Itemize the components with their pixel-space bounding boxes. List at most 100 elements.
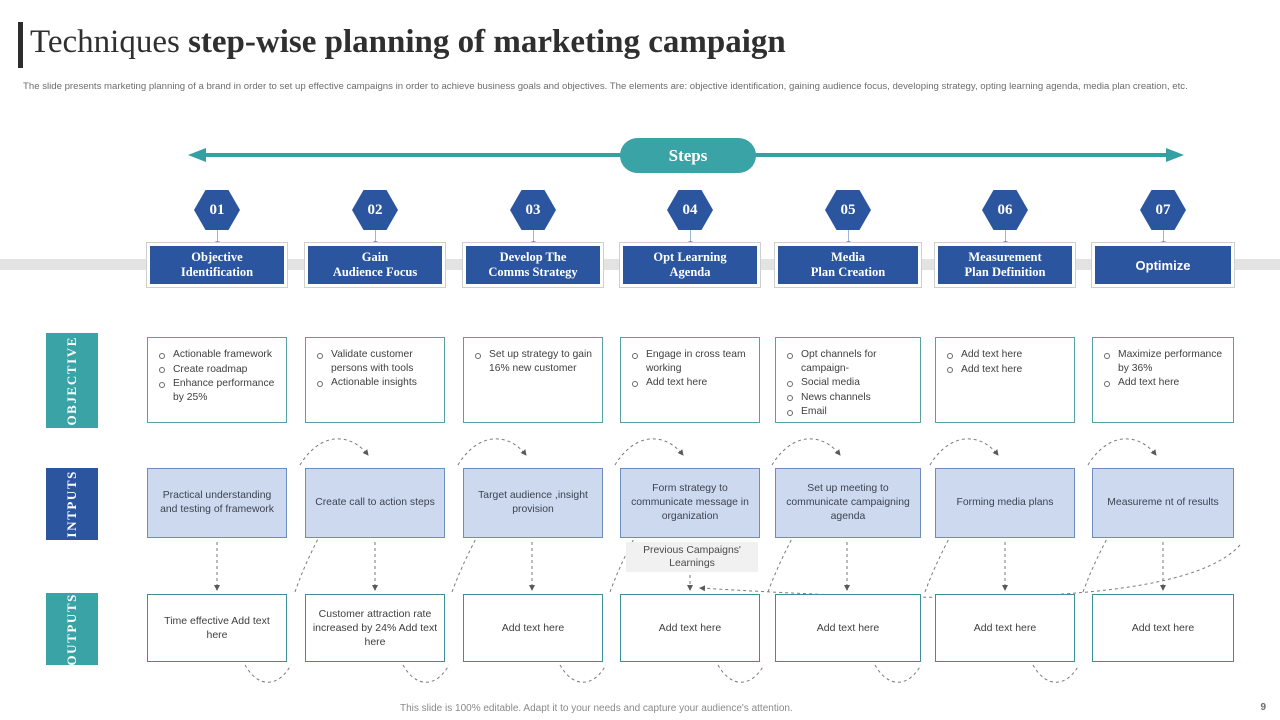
step-hexagon-04[interactable]: 04 (667, 190, 713, 230)
page-number: 9 (1260, 702, 1266, 713)
hexagon-stem (217, 230, 218, 245)
step-box-07[interactable]: Optimize (1091, 242, 1235, 288)
step-hexagon-06[interactable]: 06 (982, 190, 1028, 230)
hexagon-icon (352, 190, 398, 230)
objective-bullet: Engage in cross team working (629, 348, 753, 375)
page-title-light: Techniques (30, 24, 189, 60)
input-card[interactable]: Practical understanding and testing of f… (147, 468, 287, 538)
hexagon-stem (848, 230, 849, 245)
hexagon-stem (1005, 230, 1006, 245)
page-subtitle: The slide presents marketing planning of… (23, 81, 1188, 92)
step-title: Optimize (1135, 257, 1191, 273)
page-title-bold: step-wise planning of marketing campaign (188, 24, 786, 60)
output-card-text: Add text here (1131, 622, 1195, 634)
objective-bullet: Maximize performance by 36% (1101, 348, 1227, 375)
input-card[interactable]: Set up meeting to communicate campaignin… (775, 468, 921, 538)
footer-note: This slide is 100% editable. Adapt it to… (400, 703, 793, 714)
objective-bullet: Add text here (629, 376, 753, 390)
title-accent-bar (18, 22, 23, 68)
step-number: 05 (840, 201, 856, 218)
output-card[interactable]: Add text here (775, 594, 921, 662)
objective-card[interactable]: Maximize performance by 36%Add text here (1092, 337, 1234, 423)
step-hexagon-05[interactable]: 05 (825, 190, 871, 230)
step-hexagon-02[interactable]: 02 (352, 190, 398, 230)
output-card-text: Add text here (816, 622, 880, 634)
hexagon-stem (375, 230, 376, 245)
row-label-inputs-text: INTPUTS (64, 470, 79, 538)
hexagon-stem (690, 230, 691, 245)
output-card[interactable]: Add text here (620, 594, 760, 662)
input-card-text: Practical understanding and testing of f… (160, 490, 274, 515)
objective-bullet: Actionable framework (156, 348, 280, 362)
objective-card[interactable]: Set up strategy to gain 16% new customer (463, 337, 603, 423)
input-card[interactable]: Create call to action steps (305, 468, 445, 538)
objective-bullet: News channels (784, 391, 914, 405)
hexagon-icon (825, 190, 871, 230)
row-label-outputs: OUTPUTS (46, 593, 98, 665)
step-hexagon-01[interactable]: 01 (194, 190, 240, 230)
input-card-text: Target audience ,insight provision (478, 490, 588, 515)
input-card[interactable]: Target audience ,insight provision (463, 468, 603, 538)
output-card-text: Add text here (501, 622, 565, 634)
output-card[interactable]: Add text here (1092, 594, 1234, 662)
input-card-text: Set up meeting to communicate campaignin… (786, 483, 910, 522)
objective-bullet: Email (784, 405, 914, 419)
objective-bullet: Set up strategy to gain 16% new customer (472, 348, 596, 375)
hexagon-stem (533, 230, 534, 245)
output-card[interactable]: Customer attraction rate increased by 24… (305, 594, 445, 662)
input-card-text: Create call to action steps (315, 497, 435, 508)
row-label-outputs-text: OUTPUTS (64, 592, 79, 666)
previous-campaigns-callout: Previous Campaigns' Learnings (626, 542, 758, 572)
hexagon-stem (1163, 230, 1164, 245)
input-card-text: Forming media plans (956, 497, 1054, 508)
step-number: 03 (525, 201, 541, 218)
output-card[interactable]: Add text here (935, 594, 1075, 662)
input-card[interactable]: Forming media plans (935, 468, 1075, 538)
output-card-text: Time effective Add text here (164, 615, 270, 641)
input-card[interactable]: Form strategy to communicate message in … (620, 468, 760, 538)
step-number: 04 (682, 201, 698, 218)
step-hexagon-07[interactable]: 07 (1140, 190, 1186, 230)
hexagon-icon (982, 190, 1028, 230)
objective-bullet: Add text here (944, 348, 1068, 362)
step-number: 02 (367, 201, 383, 218)
step-number: 06 (997, 201, 1013, 218)
objective-bullet: Validate customer persons with tools (314, 348, 438, 375)
page-title: Techniques step-wise planning of marketi… (30, 24, 786, 61)
output-card-text: Customer attraction rate increased by 24… (312, 608, 438, 648)
objective-bullet: Opt channels for campaign- (784, 348, 914, 375)
step-number: 01 (209, 201, 225, 218)
objective-bullet: Enhance performance by 25% (156, 377, 280, 404)
input-card-text: Form strategy to communicate message in … (631, 483, 749, 522)
hexagon-icon (194, 190, 240, 230)
output-card[interactable]: Time effective Add text here (147, 594, 287, 662)
objective-bullet: Social media (784, 376, 914, 390)
input-card[interactable]: Measureme nt of results (1092, 468, 1234, 538)
objective-bullet: Add text here (1101, 376, 1227, 390)
output-card-text: Add text here (658, 622, 722, 634)
objective-bullet: Actionable insights (314, 376, 438, 390)
output-card[interactable]: Add text here (463, 594, 603, 662)
hexagon-icon (667, 190, 713, 230)
row-label-inputs: INTPUTS (46, 468, 98, 540)
step-hexagon-03[interactable]: 03 (510, 190, 556, 230)
row-label-objective: OBJECTIVE (46, 333, 98, 428)
